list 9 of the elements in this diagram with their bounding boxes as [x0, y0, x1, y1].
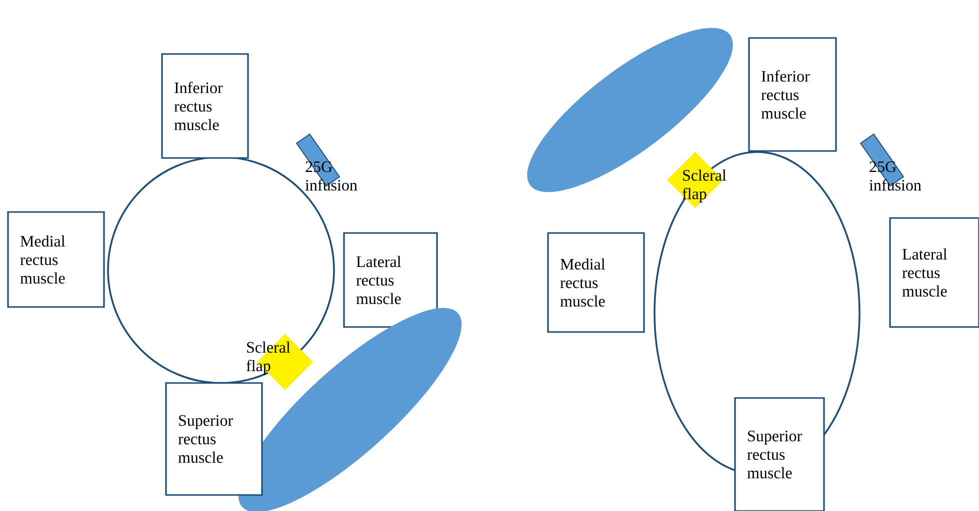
muscle-box: Medial rectus muscle [7, 211, 105, 308]
muscle-box: Inferior rectus muscle [161, 53, 249, 159]
implant-plate [238, 308, 462, 511]
muscle-box: Lateral rectus muscle [889, 217, 979, 328]
muscle-box: Lateral rectus muscle [343, 232, 438, 328]
muscle-box: Superior rectus muscle [734, 397, 825, 511]
muscle-box: Inferior rectus muscle [748, 37, 837, 152]
muscle-box: Medial rectus muscle [547, 232, 645, 333]
muscle-box: Superior rectus muscle [165, 382, 263, 496]
